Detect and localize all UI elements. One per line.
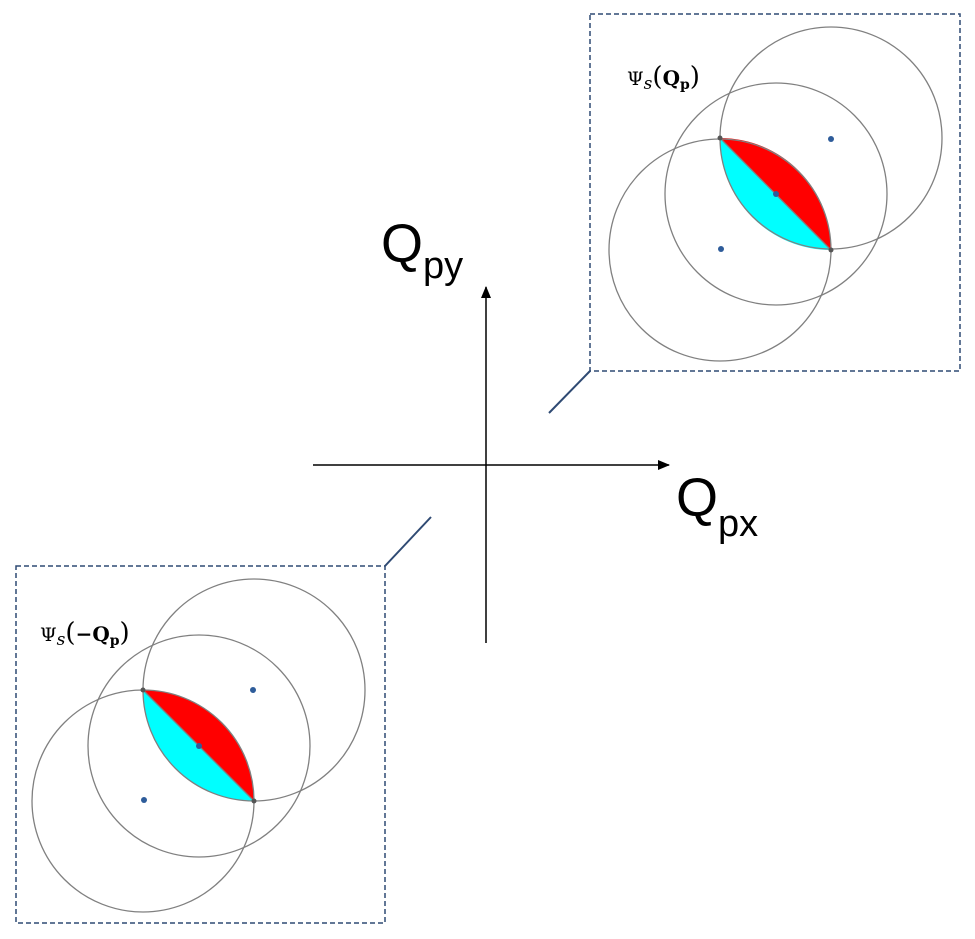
point-center (196, 743, 202, 749)
connector-bottom-left (384, 516, 432, 567)
circle-middle (87, 634, 311, 858)
inset-border (15, 565, 386, 924)
point-lower (718, 246, 724, 252)
circle-middle (664, 82, 888, 306)
inset-border (589, 13, 961, 372)
point-lower (141, 797, 147, 803)
point-intersection-bottom (828, 247, 834, 253)
point-upper (250, 687, 256, 693)
point-upper (828, 136, 834, 142)
point-intersection-top (717, 135, 723, 141)
x-axis-label: Qpx (676, 468, 758, 545)
connector-top-right (548, 370, 591, 414)
point-intersection-top (140, 687, 146, 693)
y-axis-label: Qpy (381, 214, 463, 287)
inset-top-right: Ψs(Qp) (589, 13, 961, 372)
inset-label-top-right: Ψs(Qp) (627, 62, 700, 94)
point-center (773, 191, 779, 197)
inset-bottom-left: Ψs(−Qp) (15, 565, 386, 924)
point-intersection-bottom (251, 798, 257, 804)
inset-label-bottom-left: Ψs(−Qp) (40, 618, 130, 650)
